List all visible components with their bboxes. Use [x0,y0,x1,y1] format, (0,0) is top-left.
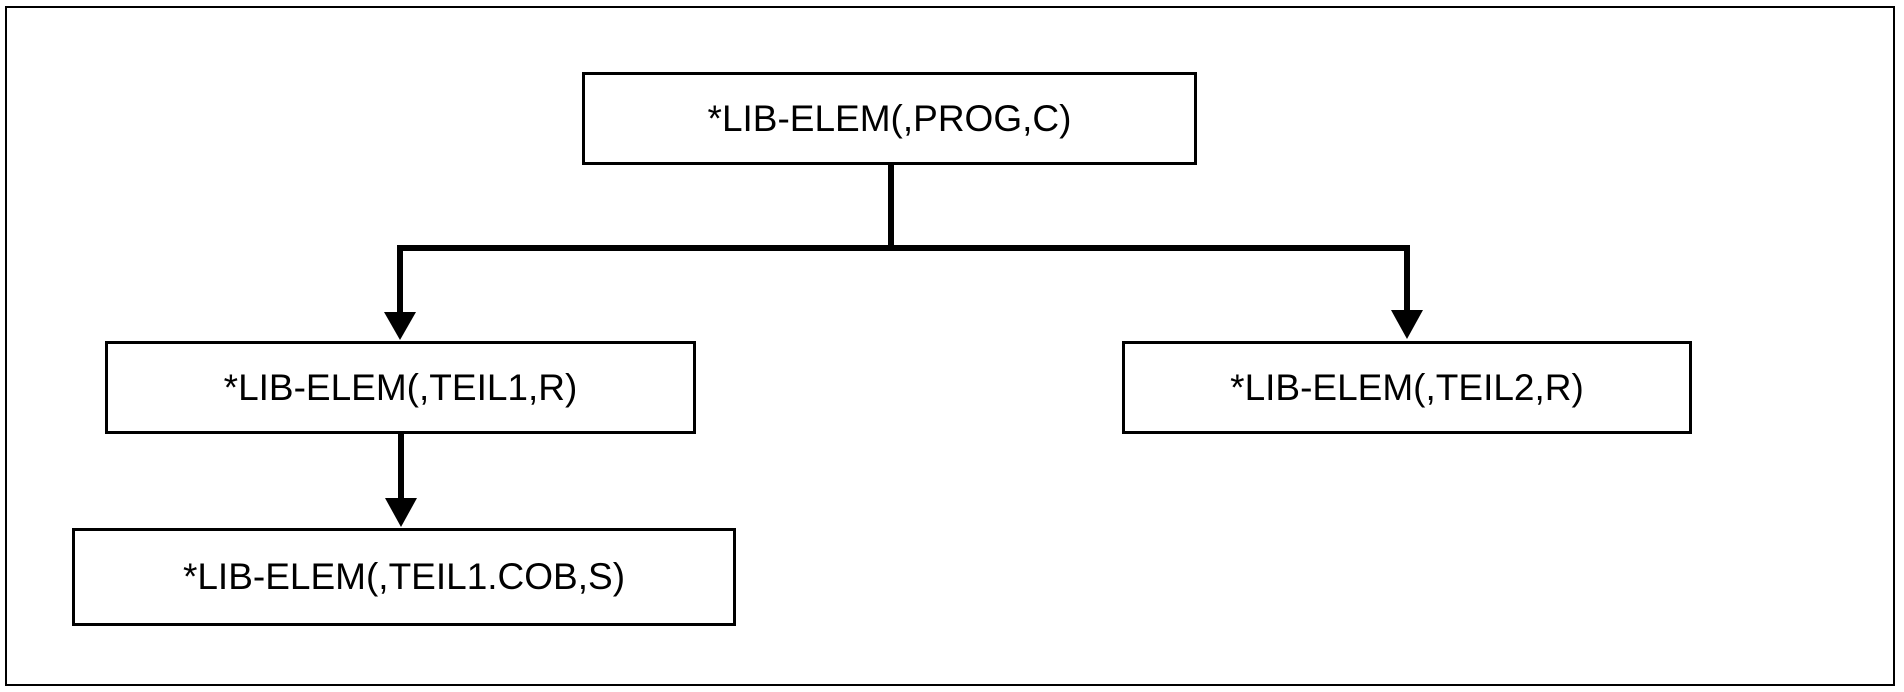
node-teil1-r: *LIB-ELEM(,TEIL1,R) [105,341,696,434]
node-teil1-cob-s: *LIB-ELEM(,TEIL1.COB,S) [72,528,736,626]
arrowhead-teil1 [384,312,416,340]
node-prog-c: *LIB-ELEM(,PROG,C) [582,72,1197,165]
node-teil2-r: *LIB-ELEM(,TEIL2,R) [1122,341,1692,434]
arrowhead-teil2 [1391,310,1423,339]
diagram-frame [5,6,1895,686]
arrowhead-teil1c [385,498,417,527]
